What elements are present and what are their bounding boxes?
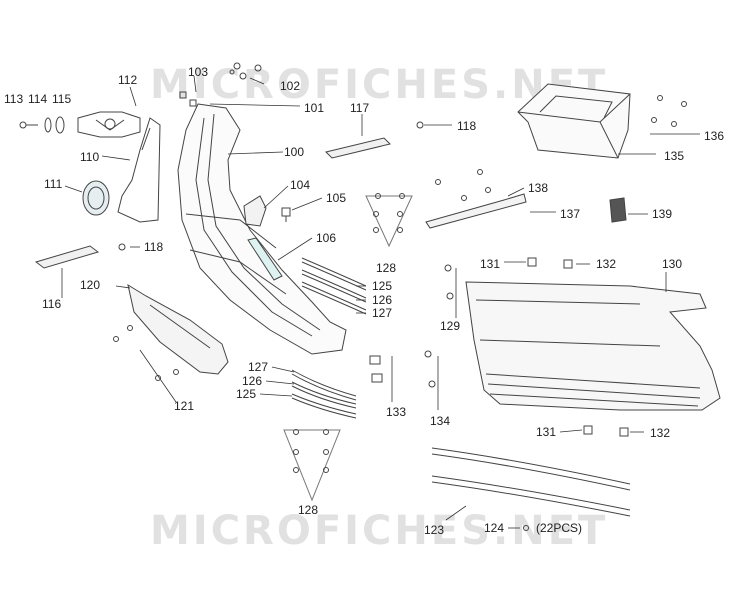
label-127-upper: 127 — [372, 306, 392, 320]
label-138: 138 — [528, 181, 548, 195]
label-131-upper: 131 — [480, 257, 500, 271]
part-105-screw — [281, 207, 291, 222]
part-113-screw — [19, 121, 38, 129]
part-137-trim-rail — [425, 193, 527, 229]
label-125-lower: 125 — [236, 387, 256, 401]
label-124-quantity-note: (22PCS) — [536, 521, 582, 535]
label-120: 120 — [80, 278, 100, 292]
part-129-screws — [444, 264, 454, 300]
label-123: 123 — [424, 523, 444, 537]
label-100: 100 — [284, 145, 304, 159]
label-132-upper: 132 — [596, 257, 616, 271]
leader-lines — [61, 75, 700, 529]
part-134-screws — [424, 350, 436, 388]
label-118-upper: 118 — [457, 119, 476, 133]
label-101: 101 — [304, 101, 324, 115]
label-137: 137 — [560, 207, 580, 221]
part-135-storage-box — [517, 83, 631, 159]
label-133: 133 — [386, 405, 406, 419]
part-125-127-grille-set-upper — [301, 257, 367, 315]
label-113: 113 — [4, 92, 23, 106]
label-106: 106 — [316, 231, 336, 245]
label-102: 102 — [280, 79, 300, 93]
part-128-fastener-group-lower — [283, 429, 341, 502]
part-117-trim-strip — [325, 137, 391, 159]
part-136-screws — [651, 95, 687, 127]
part-124-clip — [523, 525, 529, 531]
label-110: 110 — [80, 150, 99, 164]
part-115-washer — [55, 116, 65, 134]
part-104-small-cover — [243, 195, 267, 227]
part-112-emblem — [77, 111, 141, 138]
label-129: 129 — [440, 319, 460, 333]
part-120-lower-panel — [113, 283, 229, 381]
part-131-132-fasteners-upper — [527, 257, 573, 269]
part-114-washer — [44, 117, 52, 133]
label-118-lower: 118 — [144, 240, 163, 254]
label-130: 130 — [662, 257, 682, 271]
label-139: 139 — [652, 207, 672, 221]
label-111: 111 — [44, 177, 63, 191]
part-116-trim-strip — [34, 245, 100, 269]
label-127-lower: 127 — [248, 360, 268, 374]
part-110-side-trim — [117, 117, 161, 223]
watermark-bottom: MICROFICHES.NET — [150, 508, 609, 554]
label-105: 105 — [326, 191, 346, 205]
label-117: 117 — [350, 101, 369, 115]
label-136: 136 — [704, 129, 724, 143]
part-125-127-grille-set-lower — [291, 369, 357, 419]
label-121: 121 — [174, 399, 194, 413]
part-100-front-cowl — [177, 103, 347, 355]
part-139-bracket — [609, 197, 627, 223]
part-118-screw-lower — [118, 243, 126, 251]
part-101-fasteners — [179, 91, 197, 107]
part-133-clips — [369, 355, 383, 383]
label-134: 134 — [430, 414, 450, 428]
label-126-lower: 126 — [242, 374, 262, 388]
part-118-screw-upper — [416, 121, 424, 129]
part-131-132-fasteners-lower — [583, 425, 629, 437]
label-126-upper: 126 — [372, 293, 392, 307]
part-102-clips — [229, 62, 262, 80]
part-130-lower-body-panel — [465, 281, 721, 411]
part-123-lower-grille — [431, 447, 631, 517]
label-124: 124 — [484, 521, 504, 535]
label-103: 103 — [188, 65, 208, 79]
label-131-lower: 131 — [536, 425, 556, 439]
label-132-lower: 132 — [650, 426, 670, 440]
part-128-fastener-group-upper — [365, 193, 413, 248]
label-128-upper: 128 — [376, 261, 396, 275]
part-106-pad — [247, 237, 283, 281]
label-115: 115 — [52, 92, 71, 106]
part-labels: 113 114 115 112 103 102 101 100 104 105 … — [4, 65, 724, 537]
label-114: 114 — [28, 92, 47, 106]
label-116: 116 — [42, 297, 61, 311]
part-138-screws — [435, 169, 491, 201]
label-104: 104 — [290, 178, 310, 192]
label-112: 112 — [118, 73, 137, 87]
label-128-lower: 128 — [298, 503, 318, 517]
watermark-top: MICROFICHES.NET — [150, 62, 609, 108]
label-135: 135 — [664, 149, 684, 163]
label-125-upper: 125 — [372, 279, 392, 293]
part-111-round-badge — [82, 180, 110, 216]
